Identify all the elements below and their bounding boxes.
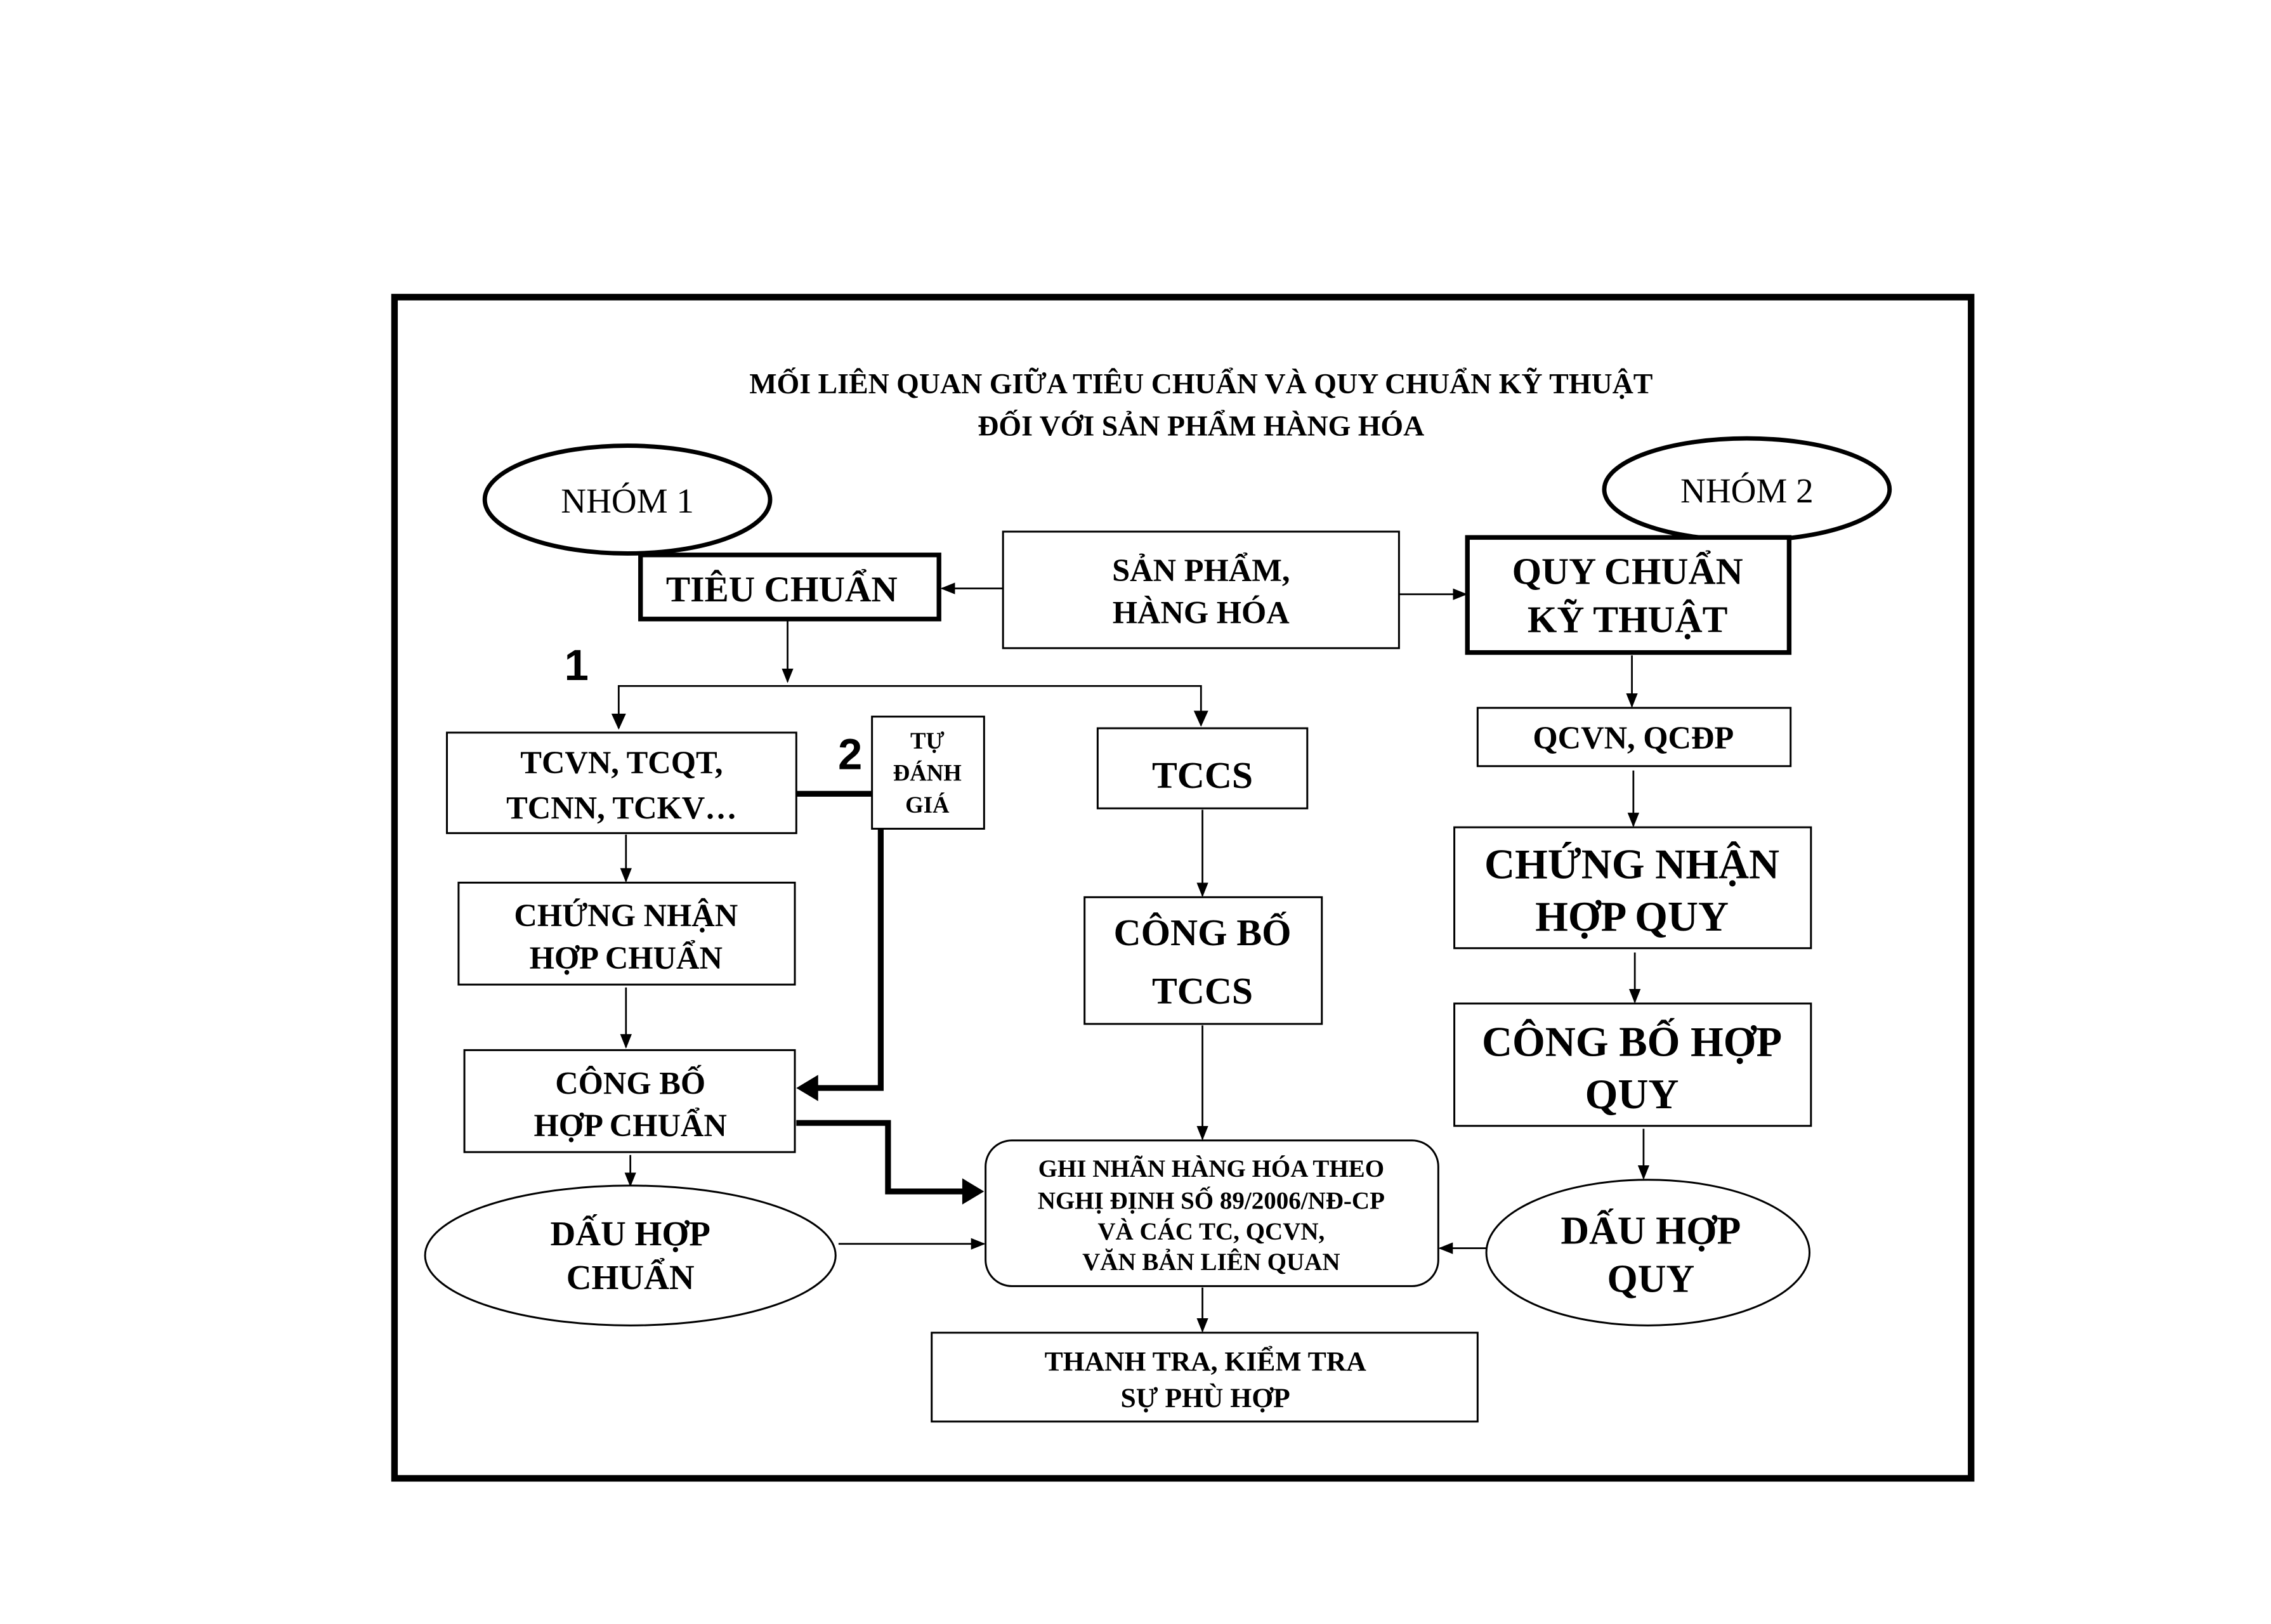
group1-label: NHÓM 1 <box>561 481 694 520</box>
node-cong-bo-tccs: CÔNG BỐ TCCS <box>1083 896 1323 1025</box>
node-san-pham-line2: HÀNG HÓA <box>1113 595 1290 631</box>
node-dau-hop-quy: DẤU HỢP QUY <box>1485 1179 1811 1326</box>
node-ghi-nhan-line4: VĂN BẢN LIÊN QUAN <box>1082 1248 1340 1276</box>
node-san-pham: SẢN PHẨM, HÀNG HÓA <box>1002 530 1400 650</box>
node-dau-hop-quy-line1: DẤU HỢP <box>1561 1209 1741 1253</box>
node-ghi-nhan: GHI NHÃN HÀNG HÓA THEO NGHỊ ĐỊNH SỐ 89/2… <box>985 1139 1439 1287</box>
node-chung-nhan-hop-quy-line2: HỢP QUY <box>1535 894 1729 940</box>
node-chung-nhan-hop-chuan-line1: CHỨNG NHẬN <box>514 898 738 933</box>
node-chung-nhan-hop-quy: CHỨNG NHẬN HỢP QUY <box>1453 826 1812 950</box>
arrowhead-declare-to-label <box>962 1178 985 1205</box>
node-cong-bo-hop-quy-line1: CÔNG BỐ HỢP <box>1482 1019 1782 1066</box>
node-cong-bo-tccs-line2: TCCS <box>1152 970 1253 1012</box>
node-tcvn: TCVN, TCQT, TCNN, TCKV… <box>446 731 797 834</box>
node-ghi-nhan-line3: VÀ CÁC TC, QCVN, <box>1097 1217 1325 1245</box>
node-thanh-tra: THANH TRA, KIỂM TRA SỰ PHÙ HỢP <box>931 1332 1479 1423</box>
node-cong-bo-hop-chuan-line1: CÔNG BỐ <box>555 1064 705 1101</box>
diagram-title-line1: MỐI LIÊN QUAN GIỮA TIÊU CHUẨN VÀ QUY CHU… <box>749 367 1653 400</box>
node-tccs-label: TCCS <box>1152 754 1253 796</box>
node-quy-chuan-line2: KỸ THUẬT <box>1528 598 1727 640</box>
node-tu-danh-gia: TỰ ĐÁNH GIÁ <box>871 716 985 830</box>
node-tccs: TCCS <box>1096 727 1309 809</box>
node-tu-danh-gia-line2: ĐÁNH <box>893 760 962 786</box>
group1-badge: NHÓM 1 <box>482 443 773 556</box>
node-tcvn-line1: TCVN, TCQT, <box>520 745 723 780</box>
connectors <box>611 582 1650 1333</box>
node-thanh-tra-line1: THANH TRA, KIỂM TRA <box>1045 1344 1367 1377</box>
node-quy-chuan-line1: QUY CHUẨN <box>1512 551 1743 593</box>
node-cong-bo-tccs-line1: CÔNG BỐ <box>1114 912 1292 953</box>
path-marker-2: 2 <box>838 730 862 778</box>
thick-arrow-declare-to-label <box>796 1120 964 1195</box>
node-cong-bo-hop-chuan-line2: HỢP CHUẨN <box>534 1107 727 1143</box>
node-thanh-tra-line2: SỰ PHÙ HỢP <box>1121 1382 1290 1413</box>
node-cong-bo-hop-quy: CÔNG BỐ HỢP QUY <box>1453 1002 1812 1127</box>
node-qcvn-label: QCVN, QCĐP <box>1533 720 1734 756</box>
diagram-title-line2: ĐỐI VỚI SẢN PHẨM HÀNG HÓA <box>978 409 1424 442</box>
node-cong-bo-hop-chuan: CÔNG BỐ HỢP CHUẨN <box>463 1049 796 1153</box>
node-ghi-nhan-line2: NGHỊ ĐỊNH SỐ 89/2006/NĐ-CP <box>1038 1186 1385 1215</box>
node-dau-hop-chuan-line2: CHUẨN <box>566 1258 695 1297</box>
group2-label: NHÓM 2 <box>1680 471 1814 510</box>
node-tcvn-line2: TCNN, TCKV… <box>506 790 737 825</box>
node-ghi-nhan-line1: GHI NHÃN HÀNG HÓA THEO <box>1038 1155 1384 1182</box>
node-san-pham-line1: SẢN PHẨM, <box>1112 552 1290 588</box>
node-chung-nhan-hop-quy-line1: CHỨNG NHẬN <box>1484 841 1779 887</box>
arrowhead-to-tcvn <box>611 714 626 730</box>
branch-line <box>617 685 1202 728</box>
node-tu-danh-gia-line1: TỰ <box>910 728 945 754</box>
node-chung-nhan-hop-chuan: CHỨNG NHẬN HỢP CHUẨN <box>457 881 796 986</box>
node-quy-chuan: QUY CHUẨN KỸ THUẬT <box>1465 535 1792 655</box>
node-dau-hop-chuan-line1: DẤU HỢP <box>550 1214 710 1253</box>
node-tieu-chuan-label: TIÊU CHUẨN <box>666 569 898 610</box>
outer-frame <box>391 294 1975 1482</box>
node-tu-danh-gia-line3: GIÁ <box>905 792 950 818</box>
node-dau-hop-quy-line2: QUY <box>1607 1258 1695 1301</box>
arrowhead-self-assessment <box>796 1075 818 1101</box>
node-chung-nhan-hop-chuan-line2: HỢP CHUẨN <box>530 940 723 976</box>
node-dau-hop-chuan: DẤU HỢP CHUẨN <box>424 1184 837 1326</box>
node-tieu-chuan: TIÊU CHUẨN <box>638 553 941 622</box>
group2-badge: NHÓM 2 <box>1602 436 1892 543</box>
node-qcvn: QCVN, QCĐP <box>1476 707 1792 768</box>
node-cong-bo-hop-quy-line2: QUY <box>1585 1071 1679 1118</box>
path-marker-1: 1 <box>565 641 589 690</box>
arrowhead-to-tccs <box>1193 710 1208 727</box>
thick-arrow-self-assessment <box>796 790 884 1091</box>
